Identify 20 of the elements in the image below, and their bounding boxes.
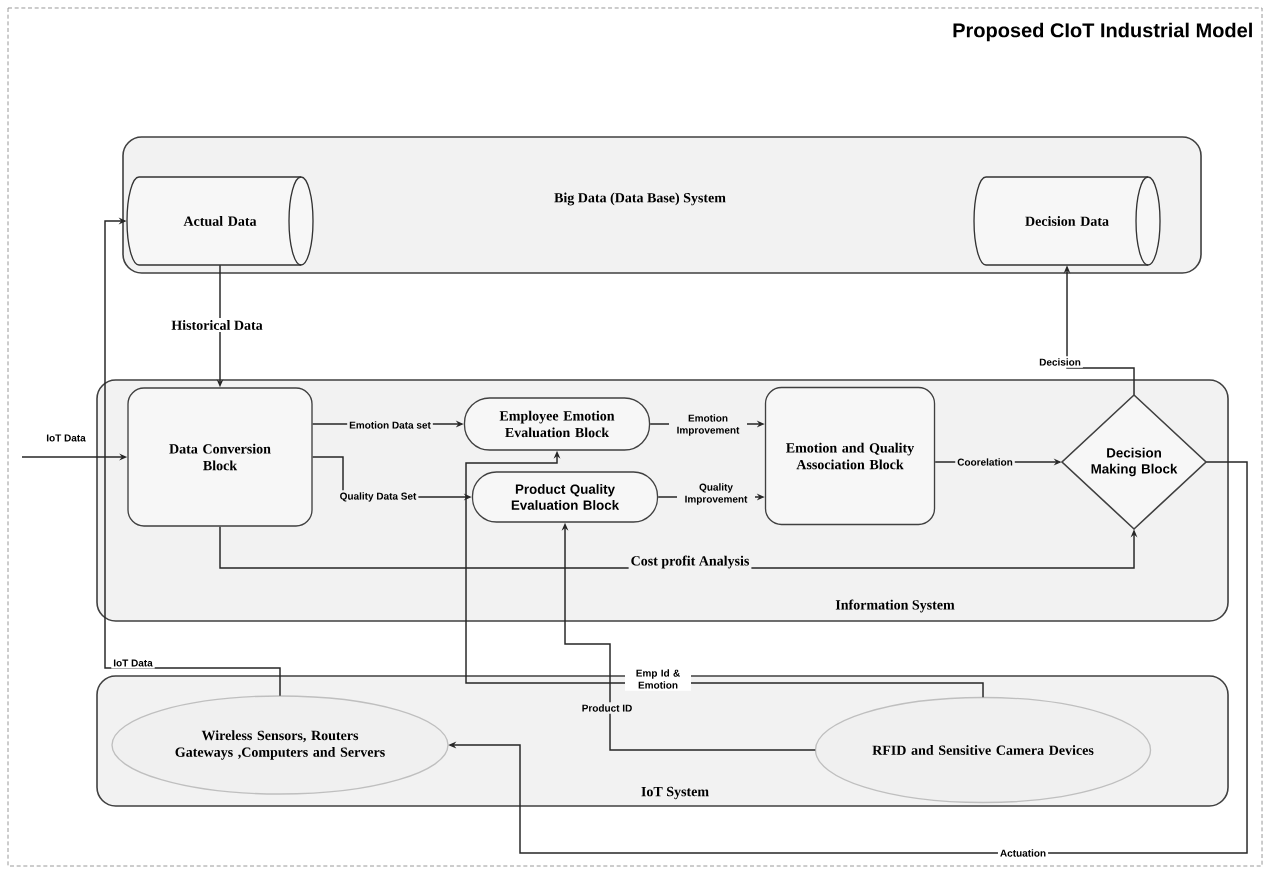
title: Proposed CIoT Industrial Model xyxy=(953,22,1252,42)
arrow xyxy=(104,217,281,697)
edge-label: Emp Id & Emotion xyxy=(625,667,691,691)
edge-label: Emotion Data set xyxy=(347,419,433,431)
edge-label: IoT Data xyxy=(111,657,155,669)
edge-label: Quality Data Set xyxy=(337,490,419,504)
process-box: Product Quality Evaluation Block xyxy=(471,471,659,523)
edge-label: Product ID xyxy=(579,702,635,714)
edge-label: Emotion Improvement xyxy=(669,412,747,438)
process-box: Employee Emotion Evaluation Block xyxy=(463,397,651,451)
edge-label: Quality Improvement xyxy=(677,481,755,507)
process-box: Emotion and Quality Association Block xyxy=(764,386,936,526)
edge-label: IoT Data xyxy=(44,432,88,444)
edge-label: Historical Data xyxy=(169,318,265,332)
edge-label: Decision xyxy=(1037,356,1083,368)
database-cylinder: Decision Data xyxy=(973,176,1161,266)
process-box: Data Conversion Block xyxy=(127,387,313,527)
edge-label: Coorelation xyxy=(955,456,1015,468)
edge-label: Actuation xyxy=(997,847,1049,859)
database-cylinder: Actual Data xyxy=(126,176,314,266)
